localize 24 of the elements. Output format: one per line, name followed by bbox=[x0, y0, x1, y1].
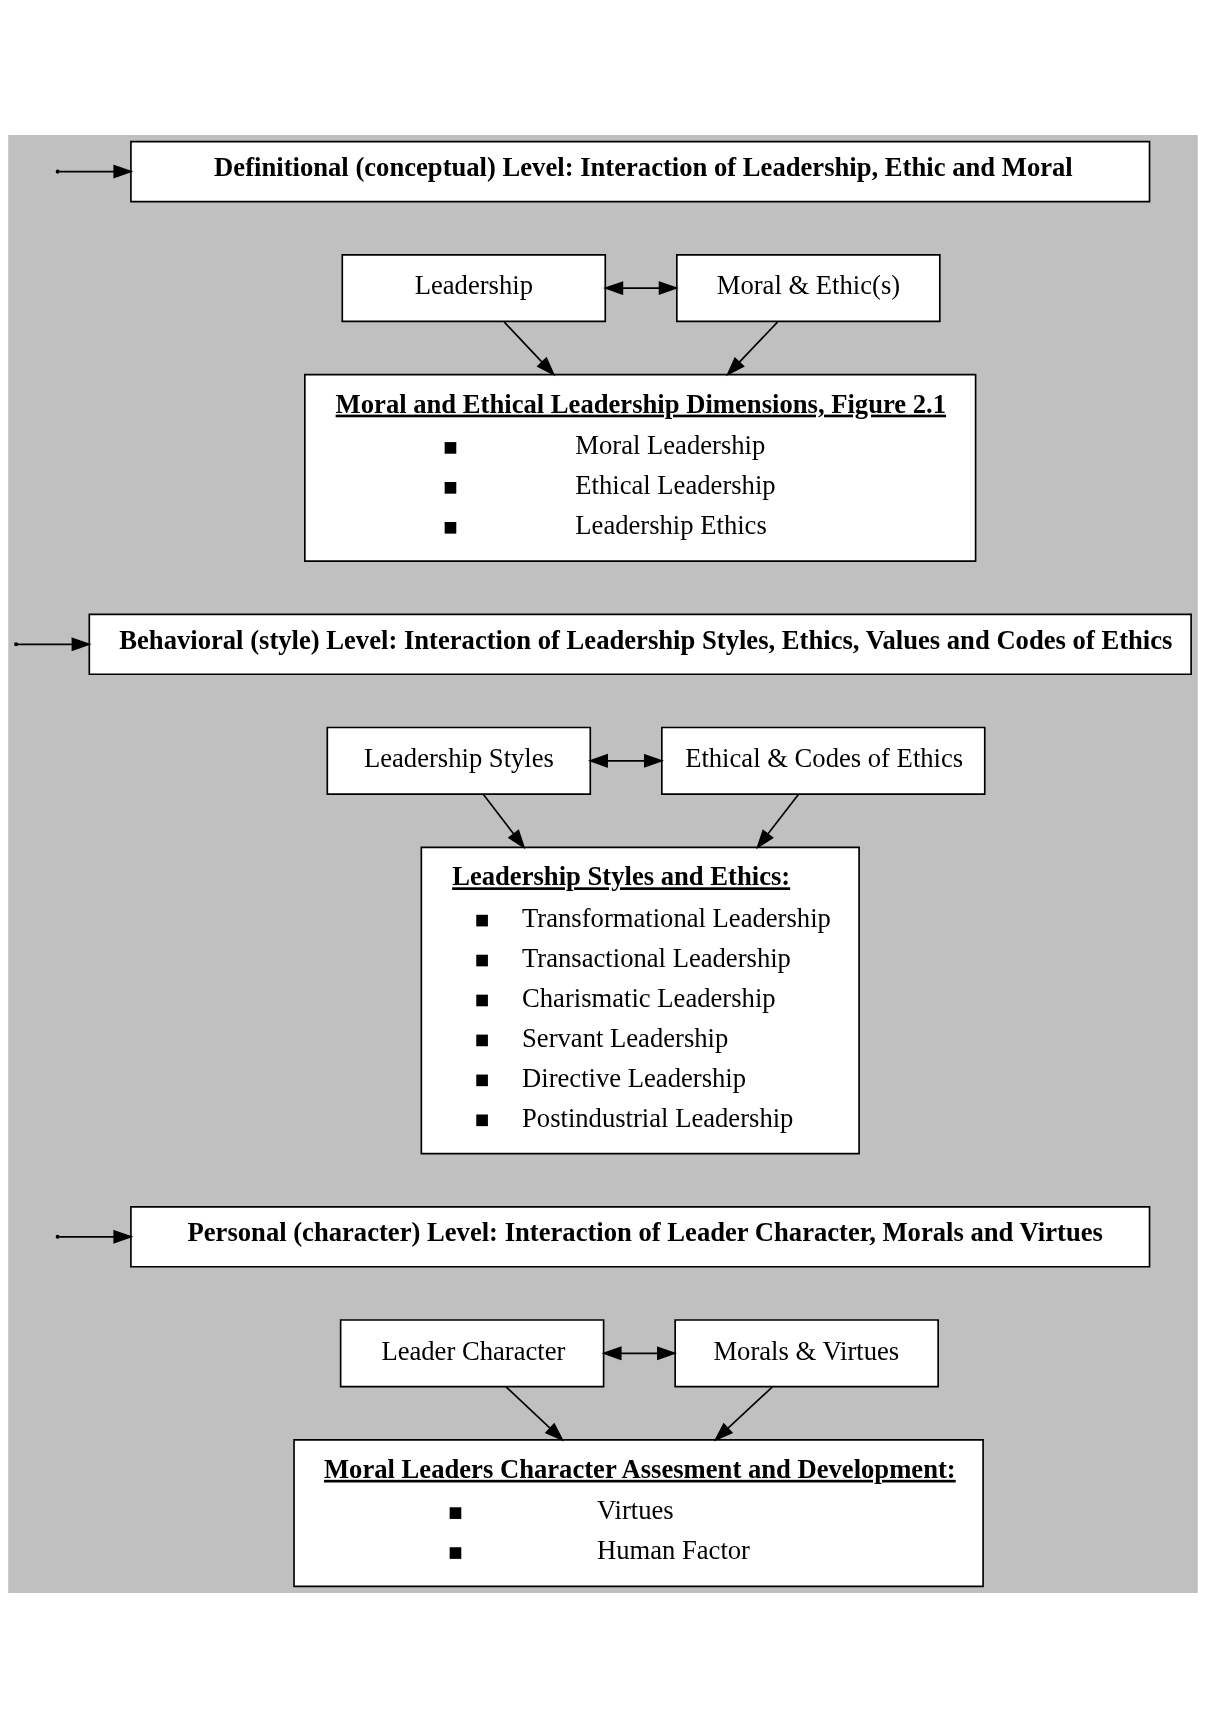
arrow bbox=[482, 793, 526, 850]
arrow bbox=[504, 1385, 565, 1442]
arrow bbox=[503, 321, 556, 377]
node-box: Behavioral (style) Level: Interaction of Leadership Styles, Ethics, Values and Codes of Ethics bbox=[88, 613, 1192, 676]
node-box: Definitional (conceptual) Level: Interaction of Leadership, Ethic and Moral bbox=[130, 140, 1151, 203]
arrow bbox=[756, 793, 800, 850]
arrow bbox=[726, 321, 779, 377]
arrow bbox=[58, 164, 134, 179]
node-box: Personal (character) Level: Interaction of Leader Character, Morals and Virtues bbox=[130, 1206, 1151, 1268]
arrow bbox=[58, 1229, 134, 1244]
arrow bbox=[601, 1346, 678, 1361]
arrow bbox=[588, 753, 664, 768]
node-box: Leadership Styles and Ethics: Transformational Leadership Transactional Leadership Charismatic Leadership Servant Leadership Directive Leadership Postindustrial Leadership bbox=[420, 846, 860, 1155]
node-box: Morals & Virtues bbox=[674, 1319, 939, 1388]
node-box: Ethical & Codes of Ethics bbox=[661, 726, 986, 795]
arrow bbox=[603, 281, 679, 296]
node-box: Leadership bbox=[341, 254, 607, 323]
node-box: Moral Leaders Character Assesment and Development: Virtues Human Factor bbox=[293, 1439, 984, 1588]
node-box: Moral & Ethic(s) bbox=[676, 254, 941, 323]
arrow bbox=[713, 1385, 774, 1442]
node-box: Moral and Ethical Leadership Dimensions, Figure 2.1 Moral Leadership Ethical Leadership Leadership Ethics bbox=[304, 373, 977, 562]
node-box: Leadership Styles bbox=[326, 726, 592, 795]
arrow bbox=[16, 637, 92, 652]
node-box: Leader Character bbox=[339, 1319, 605, 1388]
